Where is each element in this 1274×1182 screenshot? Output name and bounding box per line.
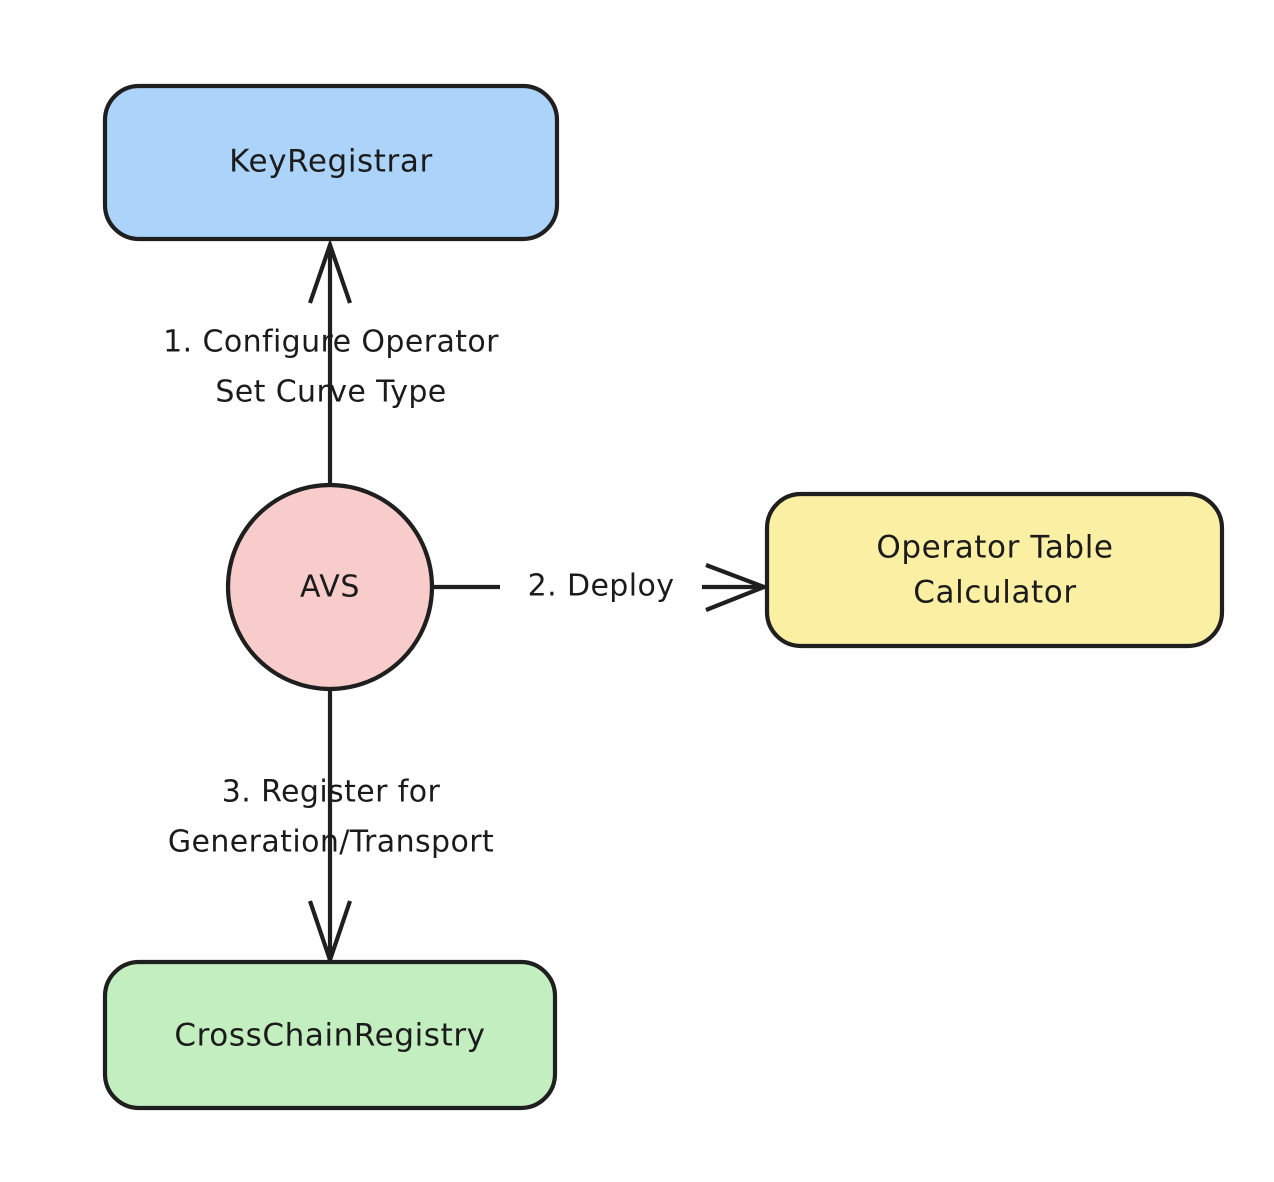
- edge-label-register-line2: Generation/Transport: [168, 825, 494, 860]
- operator-table-calculator-label-line1: Operator Table: [876, 530, 1113, 566]
- operator-table-calculator-box[interactable]: [764, 491, 1225, 649]
- keyregistrar-label: KeyRegistrar: [229, 144, 433, 180]
- edge-avs-to-operator-table-calculator: [432, 563, 770, 612]
- avs-circle[interactable]: [225, 482, 435, 692]
- arrow-head-right-operator-table: [705, 563, 770, 612]
- crosschainregistry-label: CrossChainRegistry: [174, 1018, 485, 1054]
- edge-label-configure: 1. Configure Operator Set Curve Type: [163, 325, 499, 410]
- edge-label-configure-line2: Set Curve Type: [215, 375, 446, 410]
- edge-avs-to-keyregistrar: [308, 238, 352, 485]
- edge-label-deploy-line1: 2. Deploy: [528, 569, 675, 604]
- keyregistrar-box[interactable]: [102, 83, 560, 242]
- node-avs[interactable]: AVS: [225, 482, 435, 692]
- arrow-head-up-keyregistrar: [308, 238, 352, 304]
- edge-label-register-line1: 3. Register for: [222, 775, 441, 810]
- avs-label: AVS: [300, 570, 360, 605]
- operator-table-calculator-label-line2: Calculator: [913, 575, 1076, 611]
- node-keyregistrar[interactable]: KeyRegistrar: [102, 83, 560, 242]
- edge-label-register: 3. Register for Generation/Transport: [168, 775, 494, 860]
- node-crosschainregistry[interactable]: CrossChainRegistry: [102, 959, 558, 1111]
- crosschainregistry-box[interactable]: [102, 959, 558, 1111]
- edge-label-deploy: 2. Deploy: [528, 569, 675, 604]
- node-operator-table-calculator[interactable]: Operator Table Calculator: [764, 491, 1225, 649]
- edge-label-configure-line1: 1. Configure Operator: [163, 325, 499, 360]
